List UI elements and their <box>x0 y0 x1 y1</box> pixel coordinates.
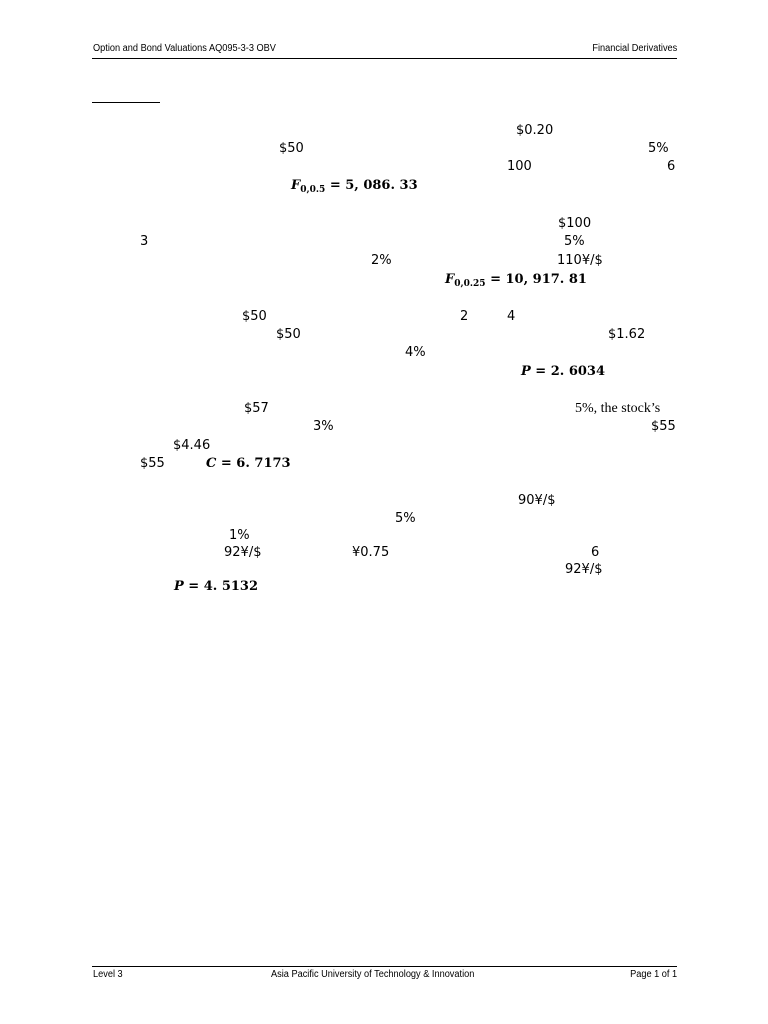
q1-months-value: 6 <box>667 159 676 174</box>
q4-strike-repeat-value: $55 <box>140 456 165 471</box>
q2-months-value: 3 <box>140 234 149 249</box>
q5-foreign-rate-value: 1% <box>229 528 250 543</box>
q3-rate-value: 4% <box>405 345 426 360</box>
q4-premium-value: $4.46 <box>173 438 211 453</box>
q3-dividend-value: $1.62 <box>608 327 646 342</box>
q5-strike-value: 92¥/$ <box>224 545 262 560</box>
q2-domestic-rate-value: 5% <box>564 234 585 249</box>
q5-domestic-rate-value: 5% <box>395 511 416 526</box>
q4-yield-value: 3% <box>313 419 334 434</box>
q4-strike-value: $55 <box>651 419 676 434</box>
footer-divider <box>92 966 677 967</box>
q3-price-value: $50 <box>242 309 267 324</box>
q2-amount-value: $100 <box>558 216 592 231</box>
header-module-name: Financial Derivatives <box>592 43 677 54</box>
q1-answer: F0,0.5 = 5, 086. 33 <box>291 178 418 195</box>
q5-strike-repeat-value: 92¥/$ <box>565 562 603 577</box>
q3-answer: P = 2. 6034 <box>521 364 606 379</box>
q3-strike-value: $50 <box>276 327 301 342</box>
q2-foreign-rate-value: 2% <box>371 253 392 268</box>
q3-period-b-value: 4 <box>507 309 516 324</box>
q4-answer: C = 6. 7173 <box>206 456 291 471</box>
q1-quantity-value: 100 <box>507 159 532 174</box>
q4-rate-text: 5%, the stock’s <box>575 401 661 416</box>
footer-page-number: Page 1 of 1 <box>629 969 677 980</box>
q1-dividend-value: $0.20 <box>516 123 554 138</box>
q2-answer: F0,0.25 = 10, 917. 81 <box>445 272 587 289</box>
header-course-title: Option and Bond Valuations AQ095-3-3 OBV <box>93 43 276 54</box>
header-divider <box>92 58 677 59</box>
q2-exchange-rate-value: 110¥/$ <box>557 253 603 268</box>
q5-spot-rate-value: 90¥/$ <box>518 493 556 508</box>
footer-institution: Asia Pacific University of Technology & … <box>271 969 475 980</box>
footer-level: Level 3 <box>93 969 123 980</box>
q1-price-value: $50 <box>279 141 304 156</box>
q5-months-value: 6 <box>591 545 600 560</box>
q3-period-a-value: 2 <box>460 309 469 324</box>
q5-premium-value: ¥0.75 <box>352 545 390 560</box>
q4-price-value: $57 <box>244 401 269 416</box>
section-title-underline <box>92 102 160 103</box>
q5-answer: P = 4. 5132 <box>174 579 259 594</box>
q1-rate-value: 5% <box>648 141 669 156</box>
